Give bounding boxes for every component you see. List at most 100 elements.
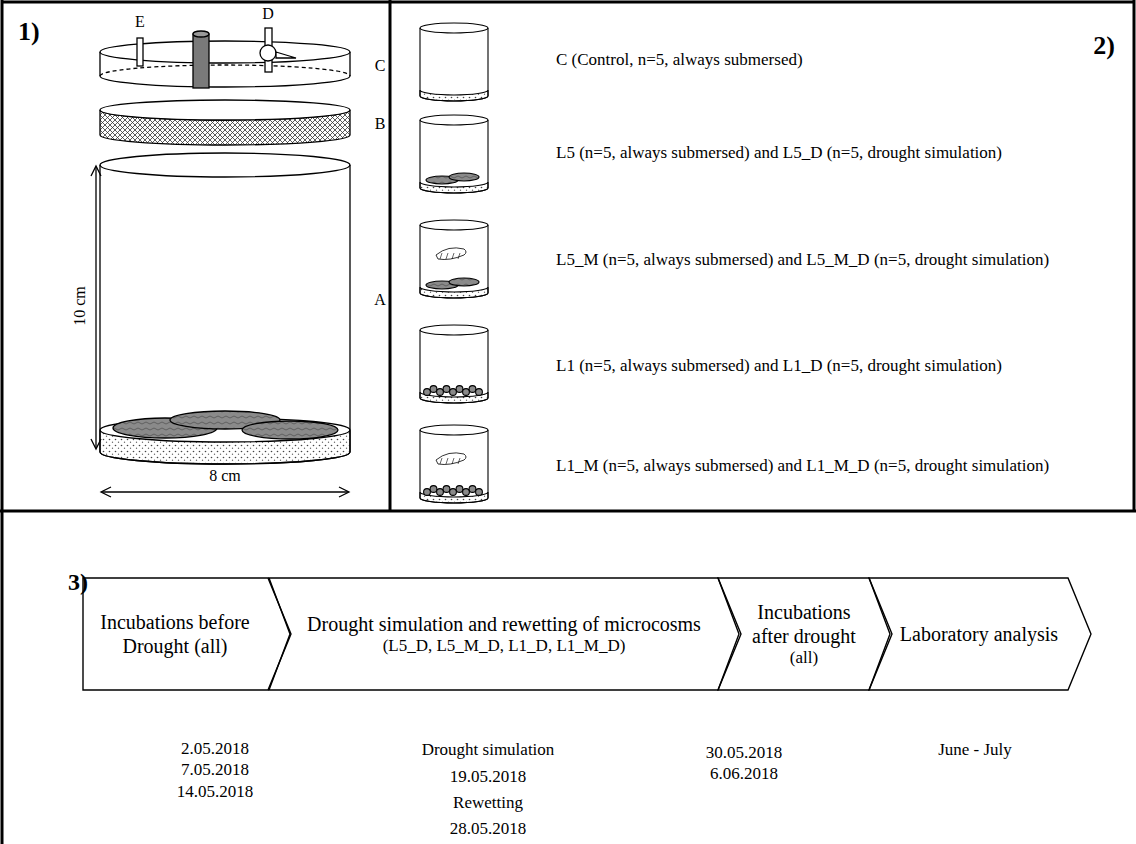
label: B	[375, 114, 386, 134]
panel-border	[1, 1, 1135, 4]
panel-border	[1, 0, 4, 844]
amphipod-leg	[452, 458, 454, 464]
label: Rewetting	[453, 792, 523, 813]
lid-back	[100, 65, 350, 76]
amphipod-leg	[446, 253, 448, 259]
lid-tube	[193, 34, 209, 88]
chevron-shape	[269, 578, 741, 690]
label: Drought simulation	[422, 739, 555, 760]
amphipod-leg	[440, 253, 442, 259]
lid-tube-top	[193, 31, 209, 37]
label: L5 (n=5, always submersed) and L5_D (n=5…	[556, 142, 1002, 163]
panel-number: 1)	[18, 16, 40, 49]
jar-sediment	[420, 90, 488, 101]
jar-rim	[420, 115, 488, 125]
label: 30.05.2018 6.06.2018	[696, 742, 792, 785]
label: D	[262, 4, 274, 24]
leaf-disc	[242, 421, 338, 439]
step-note: (all)	[790, 648, 818, 668]
jar	[420, 120, 488, 193]
jar-rim	[420, 325, 488, 335]
jar	[420, 430, 488, 503]
leaf-piece	[456, 486, 463, 493]
leaf-piece	[437, 389, 444, 396]
label: E	[135, 12, 145, 32]
amphipod-leg	[446, 458, 448, 464]
jar-sediment	[420, 287, 488, 298]
label: C	[375, 56, 386, 76]
step-title: Laboratory analysis	[900, 622, 1058, 646]
label: 8 cm	[209, 466, 241, 486]
leaf-piece	[424, 389, 431, 396]
label: A	[374, 290, 386, 310]
jar	[420, 330, 488, 403]
leaf-piece	[476, 389, 483, 396]
chevron-outline	[82, 577, 292, 691]
jar	[420, 28, 488, 101]
leaf-piece	[437, 489, 444, 496]
leaf-piece	[456, 386, 463, 393]
label: L1_M (n=5, always submersed) and L1_M_D …	[556, 455, 1049, 476]
label: 19.05.2018	[450, 766, 527, 787]
leaf-piece	[430, 386, 437, 393]
label: L5_M (n=5, always submersed) and L5_M_D …	[556, 249, 1049, 270]
amphipod-leg	[440, 458, 442, 464]
step-note: (L5_D, L5_M_D, L1_D, L1_M_D)	[383, 636, 626, 656]
dimension-arrows	[91, 166, 101, 449]
valve	[260, 45, 276, 61]
label: L1 (n=5, always submersed) and L1_D (n=5…	[556, 355, 1002, 376]
jar	[420, 225, 488, 298]
leaf-piece	[443, 486, 450, 493]
microcosm	[91, 28, 350, 497]
leaf-piece	[443, 386, 450, 393]
jar-rim	[420, 220, 488, 230]
panel-border	[1133, 0, 1136, 512]
cylinder	[100, 165, 350, 464]
label: June - July	[938, 739, 1012, 760]
label: 2.05.2018 7.05.2018 14.05.2018	[167, 738, 263, 802]
amphipod	[436, 453, 466, 465]
label: 28.05.2018	[450, 818, 527, 839]
panel-number: 3)	[68, 567, 88, 597]
label: 10 cm	[70, 283, 90, 329]
leaf-piece	[463, 489, 470, 496]
panel-number: 2)	[1093, 30, 1115, 63]
chevron-shape	[718, 578, 892, 690]
chevron-shape	[83, 578, 291, 690]
process-chevron: Drought simulation and rewetting of micr…	[268, 577, 742, 691]
process-chevron: Incubations before Drought (all)	[82, 577, 292, 691]
leaf-piece	[450, 489, 457, 496]
step-title: Drought simulation and rewetting of micr…	[307, 612, 701, 636]
valve-spout	[276, 52, 296, 58]
chevron-shape	[869, 578, 1091, 690]
panel-border	[0, 510, 1136, 513]
leaf-piece	[450, 389, 457, 396]
cylinder-rim	[100, 153, 350, 177]
leaf-piece	[424, 489, 431, 496]
treatment-jars	[420, 23, 488, 503]
leaf-piece	[430, 486, 437, 493]
jar-rim	[420, 425, 488, 435]
dimension-line	[95, 167, 96, 448]
amphipod-leg	[458, 253, 460, 259]
step-title: Incubations before Drought (all)	[90, 610, 260, 658]
dimension-line	[102, 491, 348, 492]
jar-rim	[420, 23, 488, 33]
process-chevron: Laboratory analysis	[868, 577, 1092, 691]
amphipod-leg	[458, 458, 460, 464]
mesh-top	[100, 100, 350, 120]
leaf-piece	[476, 489, 483, 496]
panel-border	[389, 0, 392, 512]
amphipod	[436, 248, 466, 260]
leaf-disc	[449, 173, 479, 181]
dimension-arrows	[101, 487, 349, 497]
process-chevron: Incubations after drought(all)	[717, 577, 893, 691]
step-title: Incubations after drought	[747, 600, 861, 648]
leaf-disc	[449, 278, 479, 286]
leaf-piece	[463, 389, 470, 396]
port-e	[137, 38, 143, 66]
amphipod-leg	[452, 253, 454, 259]
label: C (Control, n=5, always submersed)	[556, 49, 803, 70]
jar-sediment	[420, 182, 488, 193]
